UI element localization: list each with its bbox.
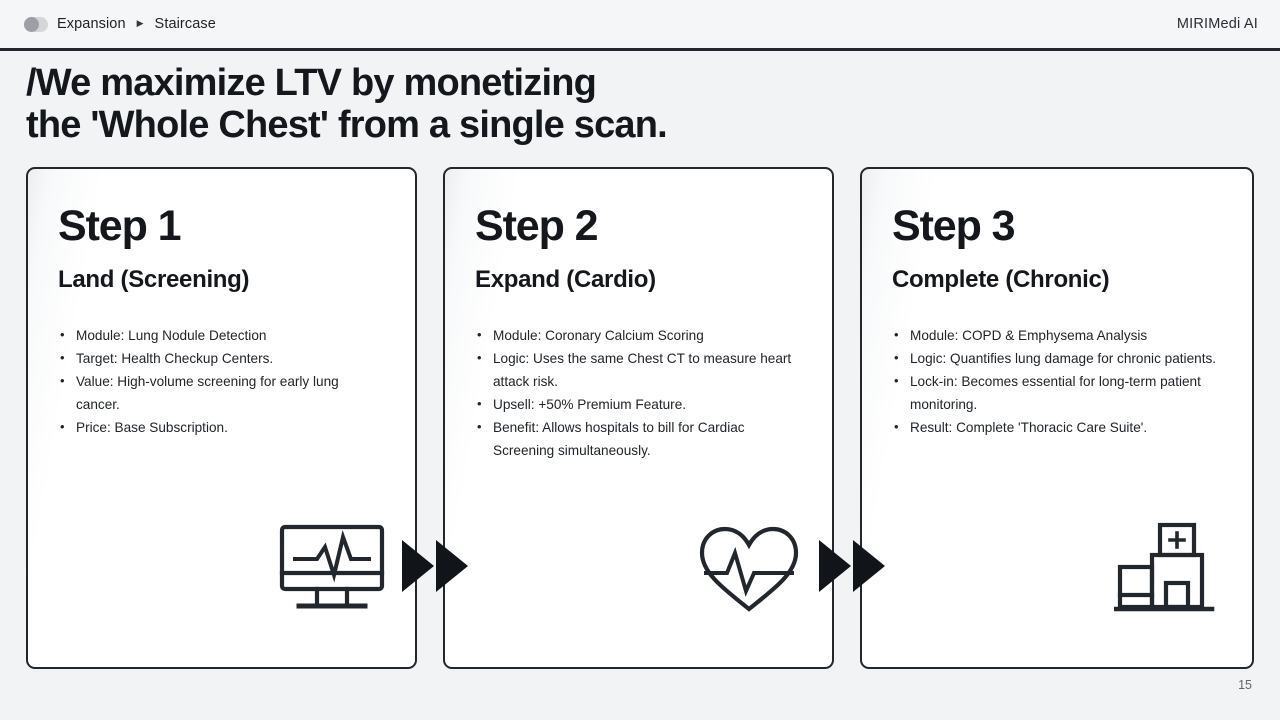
step-title: Land (Screening) [58, 266, 250, 293]
breadcrumb-current[interactable]: Staircase [154, 16, 216, 32]
step-title: Expand (Cardio) [475, 266, 656, 293]
list-item: Module: Coronary Calcium Scoring [475, 323, 802, 347]
step-card-3-content: Step 3 Complete (Chronic) Module: COPD &… [862, 169, 1252, 667]
list-item: Logic: Uses the same Chest CT to measure… [475, 346, 802, 393]
step-number: Step 2 [475, 202, 599, 250]
list-item: Target: Health Checkup Centers. [58, 346, 385, 370]
step-title: Complete (Chronic) [892, 266, 1110, 293]
step-card-3[interactable]: Step 3 Complete (Chronic) Module: COPD &… [860, 167, 1254, 669]
list-item: Logic: Quantifies lung damage for chroni… [892, 346, 1222, 370]
step-card-1[interactable]: Step 1 Land (Screening) Module: Lung Nod… [26, 167, 417, 669]
brand-label: MIRIMedi AI [1176, 16, 1258, 32]
list-item: Lock-in: Becomes essential for long-term… [892, 369, 1222, 416]
pill-toggle-icon[interactable] [24, 16, 48, 32]
list-item: Module: Lung Nodule Detection [58, 323, 385, 347]
list-item: Upsell: +50% Premium Feature. [475, 392, 802, 416]
list-item: Result: Complete 'Thoracic Care Suite'. [892, 415, 1222, 439]
breadcrumb-parent[interactable]: Expansion [57, 16, 126, 32]
step-card-2-content: Step 2 Expand (Cardio) Module: Coronary … [445, 169, 832, 667]
step-bullet-list: Module: Lung Nodule Detection Target: He… [58, 323, 385, 439]
steps-container: Step 1 Land (Screening) Module: Lung Nod… [26, 167, 1254, 669]
list-item: Price: Base Subscription. [58, 415, 385, 439]
headline-line-2: the 'Whole Chest' from a single scan. [26, 104, 668, 146]
step-number: Step 1 [58, 202, 182, 250]
step-card-2[interactable]: Step 2 Expand (Cardio) Module: Coronary … [443, 167, 834, 669]
page-number: 15 [1238, 678, 1252, 692]
breadcrumb[interactable]: Expansion ▶ Staircase [24, 16, 216, 32]
step-card-1-content: Step 1 Land (Screening) Module: Lung Nod… [28, 169, 415, 667]
step-bullet-list: Module: COPD & Emphysema Analysis Logic:… [892, 323, 1222, 439]
monitor-ecg-icon [277, 521, 387, 617]
hospital-building-icon [1114, 521, 1224, 617]
list-item: Benefit: Allows hospitals to bill for Ca… [475, 415, 802, 462]
double-chevron-right-icon [398, 534, 472, 598]
chevron-right-icon: ▶ [136, 17, 144, 28]
headline-line-1: /We maximize LTV by monetizing [26, 62, 597, 104]
double-chevron-right-icon [815, 534, 889, 598]
step-number: Step 3 [892, 202, 1016, 250]
heart-pulse-icon [694, 521, 804, 617]
page-title: /We maximize LTV by monetizing the 'Whol… [26, 62, 926, 146]
list-item: Module: COPD & Emphysema Analysis [892, 323, 1222, 347]
step-bullet-list: Module: Coronary Calcium Scoring Logic: … [475, 323, 802, 462]
top-header-bar: Expansion ▶ Staircase MIRIMedi AI [0, 0, 1280, 51]
list-item: Value: High-volume screening for early l… [58, 369, 385, 416]
